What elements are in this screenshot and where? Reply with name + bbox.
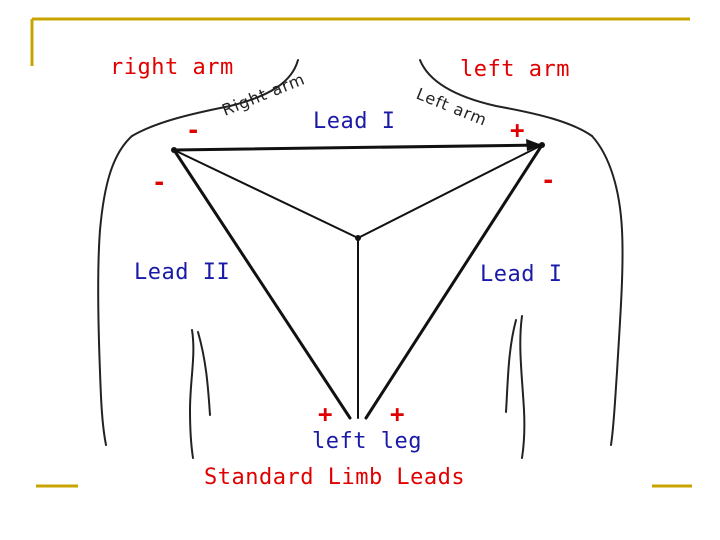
left-leg-label: left leg [312,429,422,454]
lead-iii-line [364,143,544,420]
inner-arm-left-line-2 [197,331,211,416]
leg-plus-left-sign: + [318,400,333,428]
lead-ii-line [172,148,352,420]
leg-plus-right-sign: + [390,400,405,428]
left-arm-label: left arm [460,57,570,82]
diagram-caption: Standard Limb Leads [204,465,466,490]
neck-right-line [419,59,593,137]
ra-electrode-point [171,147,177,153]
torso-outline [97,59,624,459]
ra-minus-upper-sign: - [186,116,201,144]
la-plus-sign: + [510,116,525,144]
la-minus-sign: - [541,166,556,194]
axis-la-center [357,144,543,239]
lead-i-line [172,143,544,152]
inner-arm-right-line [519,315,526,459]
right-arm-label: right arm [110,55,234,80]
neck-left-line [131,59,299,137]
inner-arm-left-line [188,329,195,459]
shoulder-left-line [97,135,133,446]
axis-lines [173,144,543,419]
lead-i-top-label: Lead I [313,109,396,134]
lead-ii-label: Lead II [134,260,231,285]
inner-arm-right-line-2 [505,319,517,413]
la-electrode-point [539,142,545,148]
lead-i-right-label: Lead I [480,262,563,287]
einthoven-triangle [172,143,544,420]
shoulder-right-line [591,135,624,446]
center-point [355,235,361,241]
slide-frame [30,17,692,488]
lead-i-arrowhead [526,139,542,151]
ra-minus-lower-sign: - [152,168,167,196]
axis-ra-center [173,149,359,239]
